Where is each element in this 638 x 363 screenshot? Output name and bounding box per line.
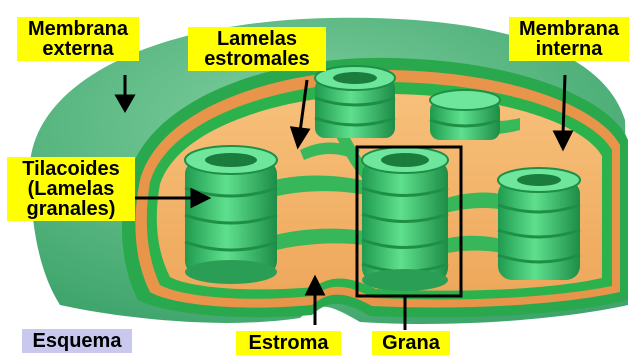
label-schema: Esquema	[22, 329, 132, 353]
outer-membrane-arrow	[114, 94, 136, 114]
label-thylakoids-line1: Tilacoides	[22, 158, 120, 180]
label-outer-membrane-line2: externa	[42, 38, 114, 60]
label-inner-membrane-line1: Membrana	[518, 18, 620, 40]
granum-top-left	[314, 65, 396, 138]
label-inner-membrane-line2: interna	[535, 38, 603, 60]
granum-top-right	[429, 89, 501, 140]
granum-center	[361, 146, 449, 291]
label-thylakoids-line3: granales)	[26, 198, 116, 220]
label-thylakoids: Tilacoides (Lamelas granales)	[7, 157, 135, 221]
label-thylakoids-line2: (Lamelas	[27, 178, 115, 200]
label-stromal-lamellae-line1: Lamelas	[216, 28, 298, 50]
stromal-lamellae-arrow	[289, 126, 311, 150]
inner-membrane-arrow	[552, 130, 574, 152]
thylakoids-arrow	[190, 187, 212, 209]
stroma-arrow	[304, 274, 326, 296]
label-stroma: Estroma	[236, 331, 341, 355]
label-stromal-lamellae: Lamelas estromales	[188, 27, 326, 71]
label-outer-membrane-line1: Membrana	[27, 18, 129, 40]
label-outer-membrane: Membrana externa	[17, 17, 139, 61]
label-granum: Grana	[372, 331, 450, 355]
granum-right	[497, 167, 581, 280]
granum-highlight-box	[355, 145, 463, 298]
label-stromal-lamellae-line2: estromales	[204, 48, 310, 70]
label-inner-membrane: Membrana interna	[509, 17, 629, 61]
granum-left	[184, 145, 278, 284]
